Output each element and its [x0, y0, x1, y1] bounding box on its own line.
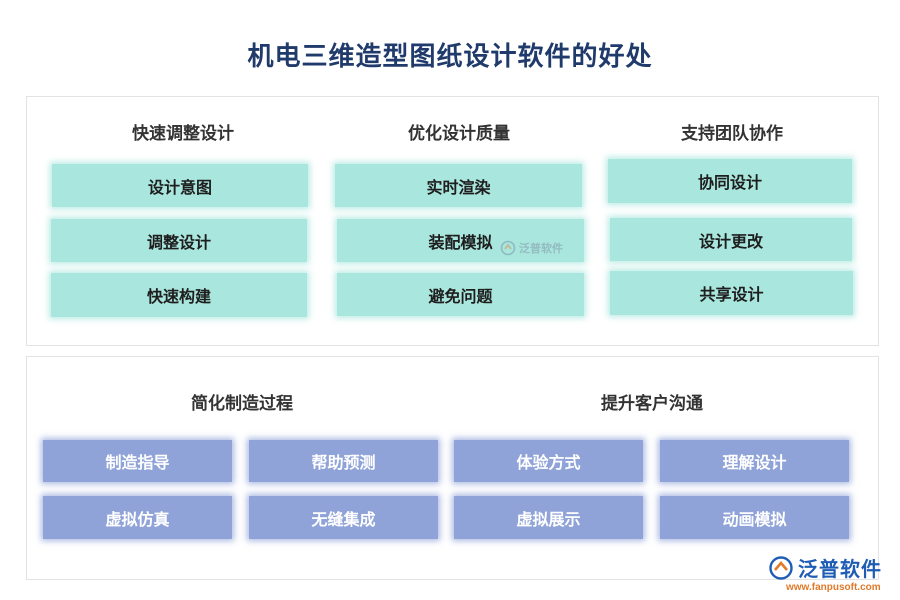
item-box: 制造指导	[43, 440, 232, 482]
group-heading-simplify-manufacturing: 简化制造过程	[191, 394, 293, 414]
item-box: 设计更改	[610, 218, 852, 261]
group-heading-quick-adjust: 快速调整设计	[132, 124, 234, 144]
item-box: 调整设计	[51, 219, 307, 262]
item-box: 快速构建	[51, 273, 307, 317]
group-heading-team-collab: 支持团队协作	[681, 124, 783, 144]
fanpu-logo-icon	[500, 240, 516, 256]
center-watermark-text: 泛普软件	[519, 242, 563, 255]
item-box: 虚拟仿真	[43, 496, 232, 539]
item-box: 实时渲染	[335, 164, 582, 207]
item-box: 装配模拟	[337, 219, 584, 262]
fanpu-logo-icon	[769, 555, 793, 580]
item-box: 体验方式	[454, 440, 643, 482]
item-box: 帮助预测	[249, 440, 438, 482]
item-box: 虚拟展示	[454, 496, 643, 539]
item-box: 共享设计	[610, 271, 853, 315]
brand-logo: 泛普软件	[768, 553, 882, 582]
center-watermark: 泛普软件	[500, 240, 563, 256]
group-heading-customer-communication: 提升客户沟通	[601, 394, 703, 414]
item-box: 无缝集成	[249, 496, 438, 539]
item-box: 协同设计	[608, 159, 852, 203]
item-box: 理解设计	[660, 440, 849, 482]
item-box: 动画模拟	[660, 496, 849, 539]
page-title: 机电三维造型图纸设计软件的好处	[247, 42, 653, 72]
item-box: 设计意图	[52, 164, 308, 207]
group-heading-optimize-quality: 优化设计质量	[408, 124, 510, 144]
item-box: 避免问题	[337, 273, 584, 316]
brand-url: www.fanpusoft.com	[786, 582, 881, 593]
brand-logo-text: 泛普软件	[798, 557, 882, 581]
